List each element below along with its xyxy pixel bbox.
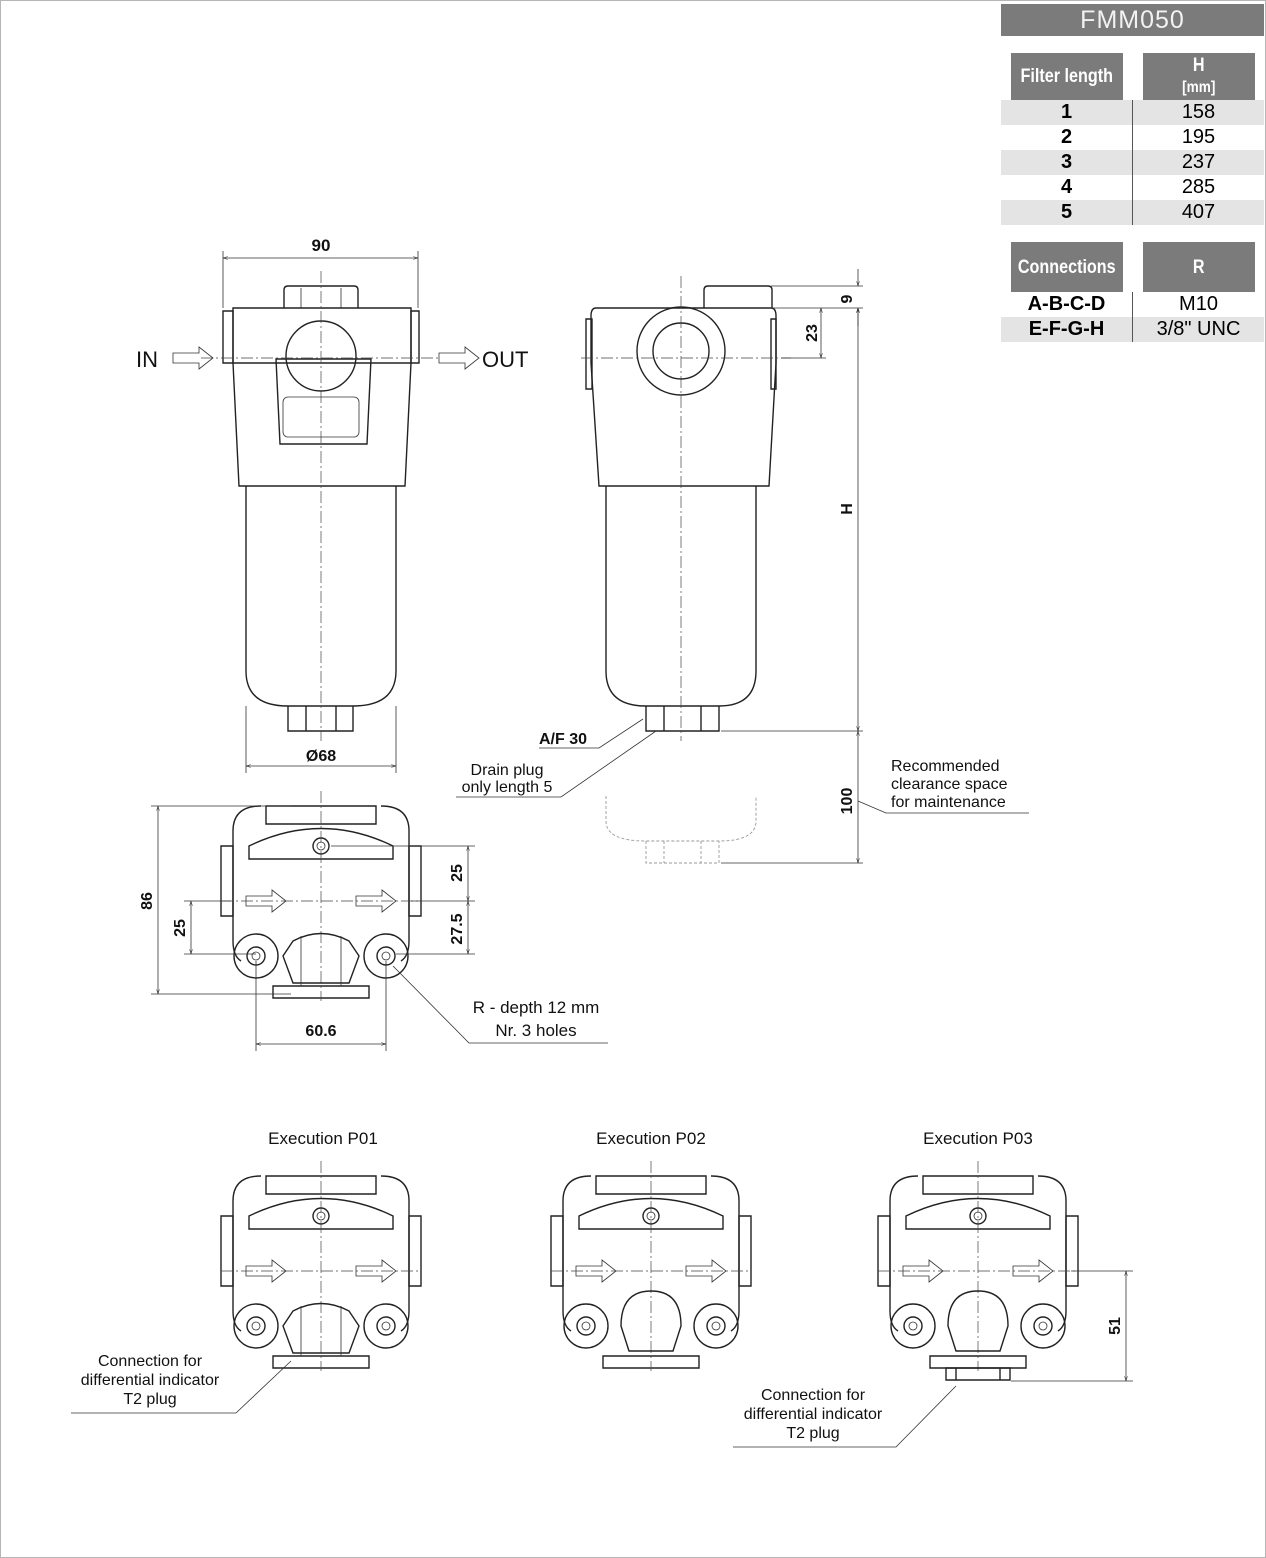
- h-cell: 407: [1132, 200, 1264, 225]
- drain-plug-label-1: Drain plug: [471, 762, 544, 779]
- col-filter-length: Filter length: [1010, 53, 1123, 100]
- dim-25-left: 25: [172, 919, 189, 937]
- holes-label-2: Nr. 3 holes: [495, 1021, 576, 1040]
- dim-27-5: 27.5: [449, 913, 466, 944]
- p01-note-3: T2 plug: [123, 1391, 176, 1408]
- connection-cell: E-F-G-H: [1001, 317, 1133, 342]
- r-cell: M10: [1179, 293, 1218, 315]
- h-cell: 195: [1181, 126, 1216, 148]
- drain-plug-label-2: only length 5: [462, 779, 553, 796]
- filter-length-cell: 2: [1001, 125, 1133, 150]
- af-30-label: A/F 30: [539, 731, 587, 748]
- h-cell: 237: [1132, 150, 1264, 175]
- filter-length-cell: 3: [1001, 150, 1133, 175]
- execution-p03: Execution P03 51 Connection for differen…: [733, 1129, 1133, 1448]
- front-view: 90 IN OUT Ø68: [136, 236, 528, 773]
- p03-note-1: Connection for: [761, 1387, 866, 1404]
- clearance-label-2: clearance space: [891, 776, 1008, 793]
- dim-23: 23: [804, 324, 821, 342]
- dim-9: 9: [839, 294, 856, 303]
- h-cell: 158: [1132, 100, 1264, 125]
- p03-note-2: differential indicator: [744, 1406, 883, 1423]
- dim-60-6: 60.6: [305, 1023, 336, 1040]
- dim-90: 90: [312, 236, 331, 255]
- dim-86: 86: [139, 892, 156, 910]
- maintenance-ghost-bowl: [605, 796, 757, 864]
- length-row: 2 195: [1001, 125, 1264, 150]
- col-connections: Connections: [1010, 242, 1123, 292]
- dim-h: H: [839, 503, 856, 515]
- r-cell: 3/8" UNC: [1132, 317, 1264, 342]
- side-view: 9 23 H 100 A/F 30 Drain plug only length…: [456, 269, 1029, 863]
- execution-p03-title: Execution P03: [923, 1129, 1033, 1148]
- connection-row: A-B-C-D M10: [1001, 292, 1264, 317]
- holes-label-1: R - depth 12 mm: [473, 998, 600, 1017]
- filter-length-cell: 4: [1001, 175, 1133, 200]
- execution-p02: Execution P02: [551, 1129, 751, 1371]
- dim-diameter-68: Ø68: [306, 748, 336, 765]
- dim-100: 100: [839, 788, 856, 815]
- p01-note-1: Connection for: [98, 1353, 203, 1370]
- out-arrow-icon: [438, 346, 480, 370]
- p03-note-3: T2 plug: [786, 1425, 839, 1442]
- mm-label: [mm]: [1181, 79, 1215, 96]
- in-label: IN: [136, 347, 158, 372]
- execution-p01-title: Execution P01: [268, 1129, 378, 1148]
- execution-p01: Execution P01 Connection for differentia…: [71, 1129, 421, 1414]
- clearance-label-1: Recommended: [891, 758, 1000, 775]
- dim-25-right: 25: [449, 864, 466, 882]
- execution-p02-title: Execution P02: [596, 1129, 706, 1148]
- length-row: 4 285: [1001, 175, 1264, 200]
- p01-note-2: differential indicator: [81, 1372, 220, 1389]
- out-label: OUT: [482, 347, 528, 372]
- filter-length-cell: 5: [1001, 200, 1133, 225]
- bottom-view: 86 25 25 27.5 60.6 R - depth 12 mm Nr. 3…: [139, 791, 608, 1051]
- filter-length-cell: 1: [1001, 100, 1133, 125]
- col-r: R: [1142, 242, 1255, 292]
- h-label: H: [1192, 55, 1205, 76]
- h-cell: 285: [1181, 176, 1216, 198]
- connection-cell: A-B-C-D: [1001, 292, 1133, 317]
- clearance-label-3: for maintenance: [891, 794, 1006, 811]
- col-h: H [mm]: [1142, 53, 1255, 100]
- model-title: FMM050: [1001, 4, 1264, 36]
- dim-51: 51: [1107, 1317, 1124, 1335]
